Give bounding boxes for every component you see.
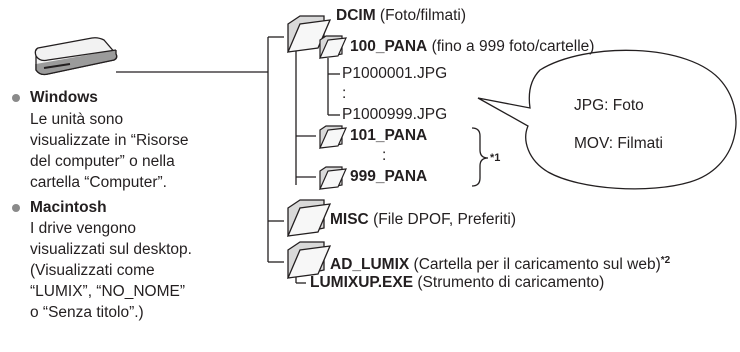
windows-line-3: del computer” o nella xyxy=(30,153,175,170)
mac-line-1: I drive vengono xyxy=(30,220,136,237)
tree-node-dcim: DCIM (Foto/filmati) xyxy=(336,6,466,26)
callout-mov: MOV: Filmati xyxy=(574,135,663,152)
windows-line-1: Le unità sono xyxy=(30,111,124,128)
tree-node-ad-lumix: AD_LUMIX (Cartella per il caricamento su… xyxy=(330,251,670,275)
mac-line-5: o “Senza titolo”.) xyxy=(30,304,144,321)
note-1: *1 xyxy=(490,152,501,164)
callout-bubble xyxy=(477,49,737,190)
tree-node-misc: MISC (File DPOF, Preferiti) xyxy=(330,210,516,230)
folder-icon-ad-lumix xyxy=(286,241,332,279)
pana999-name: 999_PANA xyxy=(350,168,428,185)
bullet-macintosh xyxy=(12,204,20,212)
folder-icon-100-pana xyxy=(319,35,347,59)
dcim-name: DCIM xyxy=(336,7,376,24)
dcim-desc: (Foto/filmati) xyxy=(379,7,467,24)
bullet-windows xyxy=(12,94,20,102)
macintosh-heading: Macintosh xyxy=(30,199,107,216)
tree-node-100-pana: 100_PANA (fino a 999 foto/cartelle) xyxy=(350,37,594,57)
file-ellipsis: : xyxy=(342,85,347,102)
lumixup-desc: (Strumento di caricamento) xyxy=(417,274,605,291)
mac-line-2: visualizzati sul desktop. xyxy=(30,241,192,258)
lumixup-name: LUMIXUP.EXE xyxy=(310,274,414,291)
misc-desc: (File DPOF, Preferiti) xyxy=(373,211,517,228)
windows-line-4: cartella “Computer”. xyxy=(30,174,167,191)
note-2: *2 xyxy=(660,255,671,266)
windows-line-2: visualizzate in “Risorse xyxy=(30,132,189,149)
pana100-name: 100_PANA xyxy=(350,38,428,55)
pana101-name: 101_PANA xyxy=(350,127,428,144)
tree-node-lumixup: LUMIXUP.EXE (Strumento di caricamento) xyxy=(310,273,604,293)
file-first: P1000001.JPG xyxy=(342,65,448,82)
ad-lumix-desc: (Cartella per il caricamento sul web) xyxy=(413,256,661,274)
pana100-desc: (fino a 999 foto/cartelle) xyxy=(431,38,595,55)
external-drive-icon xyxy=(34,37,118,76)
misc-name: MISC xyxy=(330,211,369,228)
file-last: P1000999.JPG xyxy=(342,106,448,123)
folder-icon-101-pana xyxy=(319,125,347,149)
windows-heading: Windows xyxy=(30,89,98,106)
mac-line-3: (Visualizzati come xyxy=(30,262,155,279)
ad-lumix-name: AD_LUMIX xyxy=(330,256,410,274)
folder-icon-dcim xyxy=(286,15,332,53)
pana-ellipsis: : xyxy=(382,147,387,164)
folder-icon-999-pana xyxy=(319,166,347,190)
callout-jpg: JPG: Foto xyxy=(574,97,644,114)
mac-line-4: “LUMIX”, “NO_NOME” xyxy=(30,283,185,300)
folder-icon-misc xyxy=(286,199,332,237)
